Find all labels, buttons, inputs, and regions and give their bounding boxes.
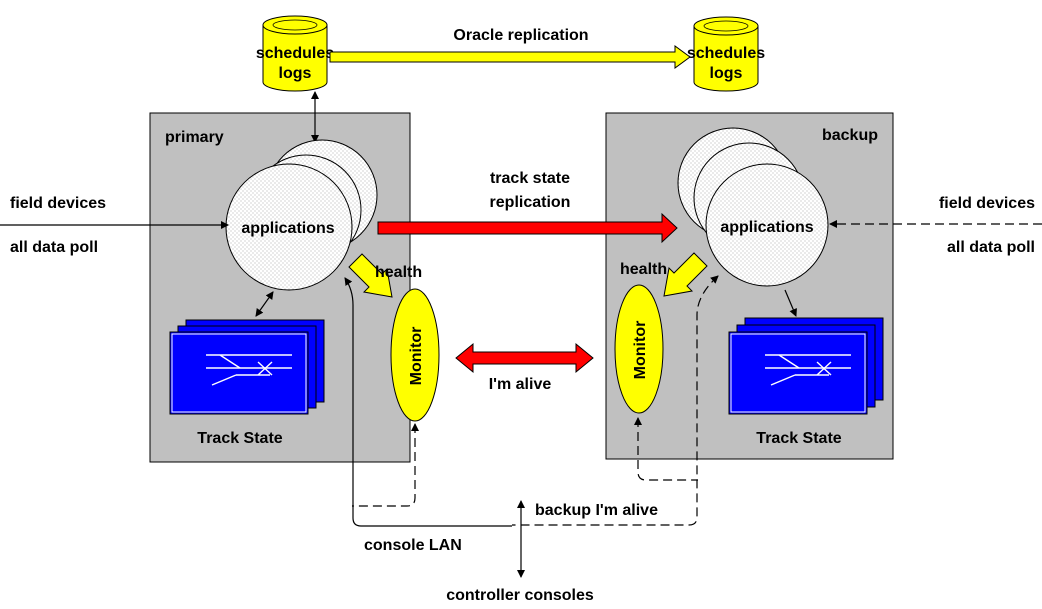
backup-applications-label: applications [720, 219, 813, 236]
im-alive-label: I'm alive [489, 376, 552, 393]
backup-track-schematic [765, 354, 851, 386]
backup-title: backup [822, 127, 878, 144]
backup-monitor-lan-dashed [634, 417, 698, 481]
controller-consoles-label: controller consoles [446, 587, 594, 604]
primary-monitor [390, 288, 440, 422]
primary-track-state-stack: Track State [169, 319, 325, 447]
db-left-label-1: schedules [256, 45, 334, 62]
backup-track-state-label: Track State [756, 430, 841, 447]
im-alive-arrow [455, 342, 594, 374]
oracle-replication-label: Oracle replication [453, 27, 588, 44]
primary-monitor-label: Monitor [408, 327, 425, 386]
oracle-replication-arrow [329, 45, 691, 69]
primary-health-arrow [348, 253, 393, 298]
track-replication-label-2: replication [490, 194, 571, 211]
primary-track-link [255, 291, 274, 317]
backup-monitor [614, 284, 664, 414]
right-field-devices-label: field devices [939, 195, 1035, 212]
primary-applications-label: applications [241, 220, 334, 237]
backup-lan-dashed-line [512, 275, 719, 526]
backup-track-state-stack: Track State [728, 317, 884, 447]
primary-health-label: health [375, 264, 422, 281]
console-lan-solid-line [344, 277, 512, 527]
primary-title: primary [165, 129, 224, 146]
db-right-label-2: logs [710, 65, 743, 82]
backup-applications-stack: applications [677, 127, 829, 287]
database-right: schedules logs [687, 16, 765, 92]
primary-track-schematic [206, 354, 292, 386]
primary-applications-stack: applications [225, 139, 378, 291]
track-replication-label-1: track state [490, 170, 570, 187]
left-field-devices-label: field devices [10, 195, 106, 212]
primary-monitor-lan-dashed [352, 423, 419, 507]
console-lan-label: console LAN [364, 537, 462, 554]
db-left-label-2: logs [279, 65, 312, 82]
backup-im-alive-label: backup I'm alive [535, 502, 658, 519]
right-all-data-poll-label: all data poll [947, 239, 1035, 256]
database-left: schedules logs [256, 15, 334, 92]
backup-health-arrow [663, 252, 708, 297]
backup-monitor-label: Monitor [632, 321, 649, 380]
db-right-label-1: schedules [687, 45, 765, 62]
backup-health-label: health [620, 261, 667, 278]
left-all-data-poll-label: all data poll [10, 239, 98, 256]
primary-track-state-label: Track State [197, 430, 282, 447]
backup-track-link [784, 289, 797, 317]
track-replication-arrow [377, 212, 678, 244]
